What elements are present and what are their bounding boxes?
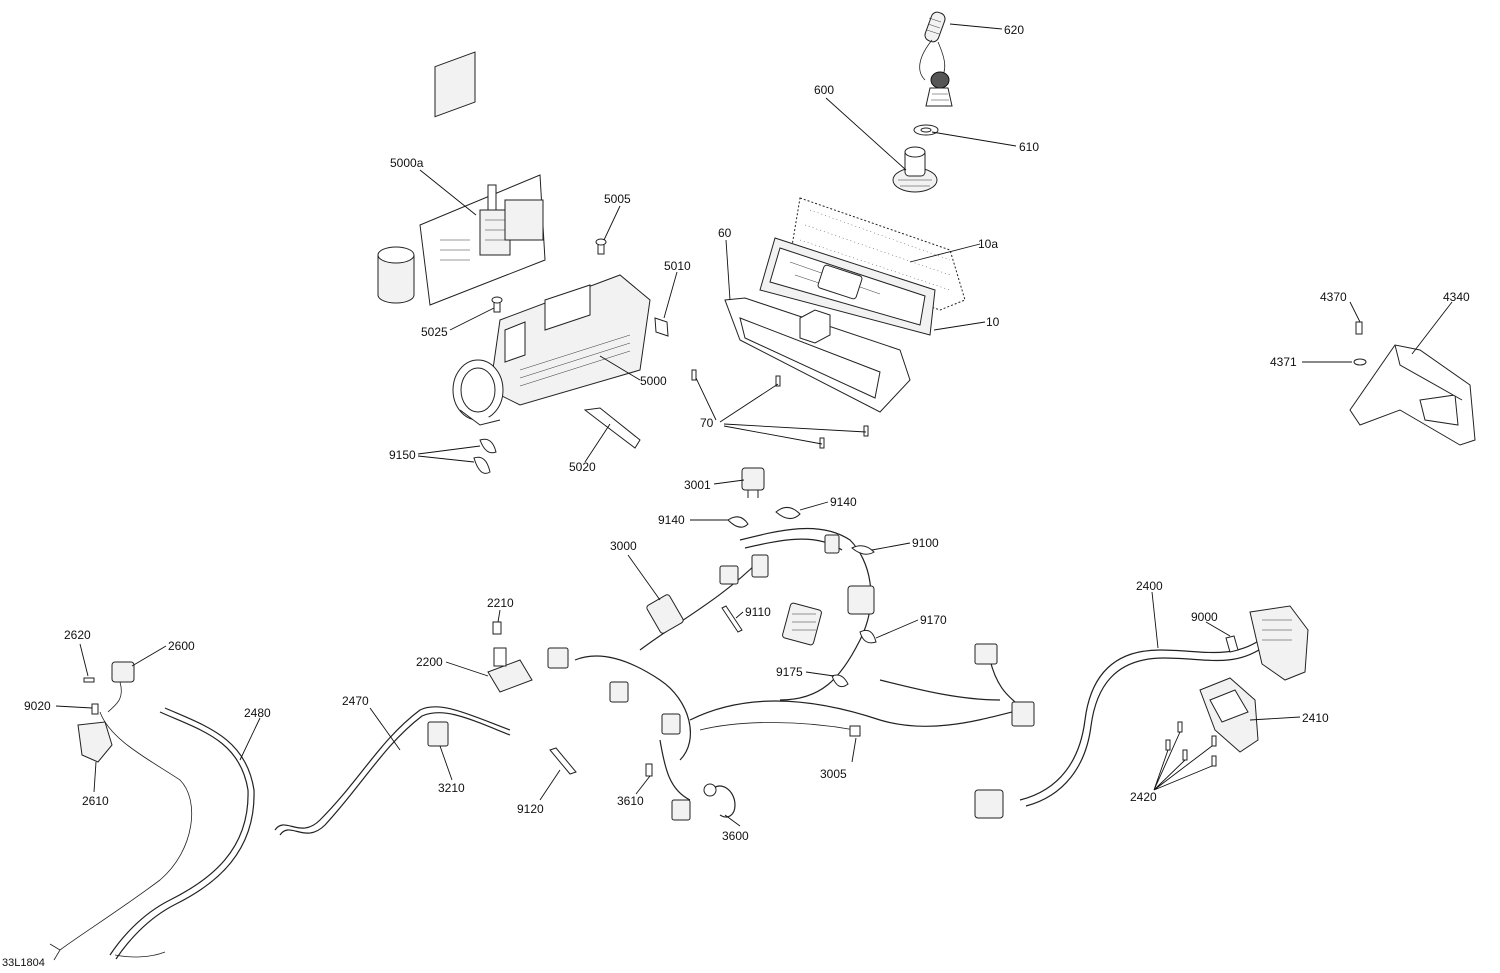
- callout-labels: 620 600 610 5000a 5005 60 10a 5010 10 43…: [24, 23, 1470, 843]
- callout-2600: 2600: [168, 639, 195, 653]
- callout-60: 60: [718, 226, 732, 240]
- callout-5005: 5005: [604, 192, 631, 206]
- sensor-part-2610: [77, 721, 113, 763]
- cover-part-2410: [1199, 677, 1259, 753]
- clip-part-5010: [654, 317, 669, 337]
- callout-3000: 3000: [610, 539, 637, 553]
- washer-part-4371: [1353, 358, 1367, 366]
- callout-2610: 2610: [82, 794, 109, 808]
- screw-part-3610: [645, 763, 653, 777]
- relay-part-3001: [741, 467, 765, 498]
- callout-3600: 3600: [722, 829, 749, 843]
- callout-10: 10: [986, 315, 1000, 329]
- clip-part-9020: [91, 703, 99, 715]
- callout-9150: 9150: [389, 448, 416, 462]
- ignition-switch-part: [892, 146, 938, 193]
- screw-part-5025: [491, 296, 503, 313]
- callout-9140-right: 9140: [830, 495, 857, 509]
- screw-part-4370: [1355, 321, 1363, 335]
- harness-part-2400: [974, 605, 1309, 819]
- callout-70: 70: [700, 416, 714, 430]
- cable-part-2470: [274, 706, 511, 836]
- callout-5020: 5020: [569, 460, 596, 474]
- callout-9000: 9000: [1191, 610, 1218, 624]
- callout-9170: 9170: [920, 613, 947, 627]
- tie-part-9120: [549, 747, 577, 775]
- callout-610: 610: [1019, 140, 1039, 154]
- callout-9175: 9175: [776, 665, 803, 679]
- tie-part-9000: [1225, 635, 1239, 653]
- screw-parts-2420: [1165, 721, 1217, 767]
- callout-2470: 2470: [342, 694, 369, 708]
- tie-part-9110: [721, 605, 743, 633]
- callout-5000a: 5000a: [390, 156, 424, 170]
- sensor-part-2200: [487, 647, 533, 693]
- screw-part-5005: [595, 238, 607, 255]
- gauge-lens-part: [789, 197, 966, 311]
- callout-2420: 2420: [1130, 790, 1157, 804]
- callout-2410: 2410: [1302, 711, 1329, 725]
- gauge-cluster-part: [759, 237, 936, 336]
- electrical-box-part: [452, 274, 651, 426]
- leader-lines: [55, 23, 1453, 827]
- screw-part-2620: [83, 677, 95, 683]
- callout-3210: 3210: [438, 781, 465, 795]
- bracket-part-4340: [1349, 344, 1476, 446]
- callout-2210: 2210: [487, 596, 514, 610]
- callout-4370: 4370: [1320, 290, 1347, 304]
- callout-9110: 9110: [745, 605, 771, 619]
- callout-9100: 9100: [912, 536, 939, 550]
- callout-3001: 3001: [684, 478, 711, 492]
- grommet-parts-9140: [727, 507, 801, 528]
- callout-2620: 2620: [64, 628, 91, 642]
- callout-3005: 3005: [820, 767, 847, 781]
- main-harness-part: [547, 527, 1035, 821]
- drawing-code: 33L1804: [2, 957, 45, 969]
- callout-2480: 2480: [244, 706, 271, 720]
- callout-5010: 5010: [664, 259, 691, 273]
- tie-part-9175: [831, 674, 849, 688]
- callout-5000: 5000: [640, 374, 667, 388]
- callout-2400: 2400: [1136, 579, 1163, 593]
- tie-parts-9150: [473, 438, 497, 474]
- callout-4340: 4340: [1443, 290, 1470, 304]
- callout-4371: 4371: [1270, 355, 1297, 369]
- key-tether-part: [919, 11, 953, 107]
- sensor-part-2600: [49, 661, 193, 961]
- screw-parts-70: [691, 369, 869, 449]
- callout-9020: 9020: [24, 699, 51, 713]
- clamp-part-9100: [851, 545, 875, 555]
- screw-part-2210: [492, 621, 502, 635]
- cable-part-2480: [109, 707, 255, 960]
- callout-9140-left: 9140: [658, 513, 685, 527]
- washer-part: [913, 124, 939, 136]
- clamp-part-9170: [859, 629, 877, 644]
- fuse-panel-part: [377, 51, 546, 306]
- callout-5025: 5025: [421, 325, 448, 339]
- callout-9120: 9120: [517, 802, 544, 816]
- callout-620: 620: [1004, 23, 1024, 37]
- cluster-housing-part: [724, 297, 911, 413]
- ground-cable-part: [703, 783, 736, 818]
- callout-10a: 10a: [978, 237, 998, 251]
- callout-3610: 3610: [617, 794, 644, 808]
- callout-600: 600: [814, 83, 834, 97]
- bracket-part-5020: [583, 407, 641, 449]
- callout-2200: 2200: [416, 655, 443, 669]
- fastener-part-3005: [849, 725, 861, 737]
